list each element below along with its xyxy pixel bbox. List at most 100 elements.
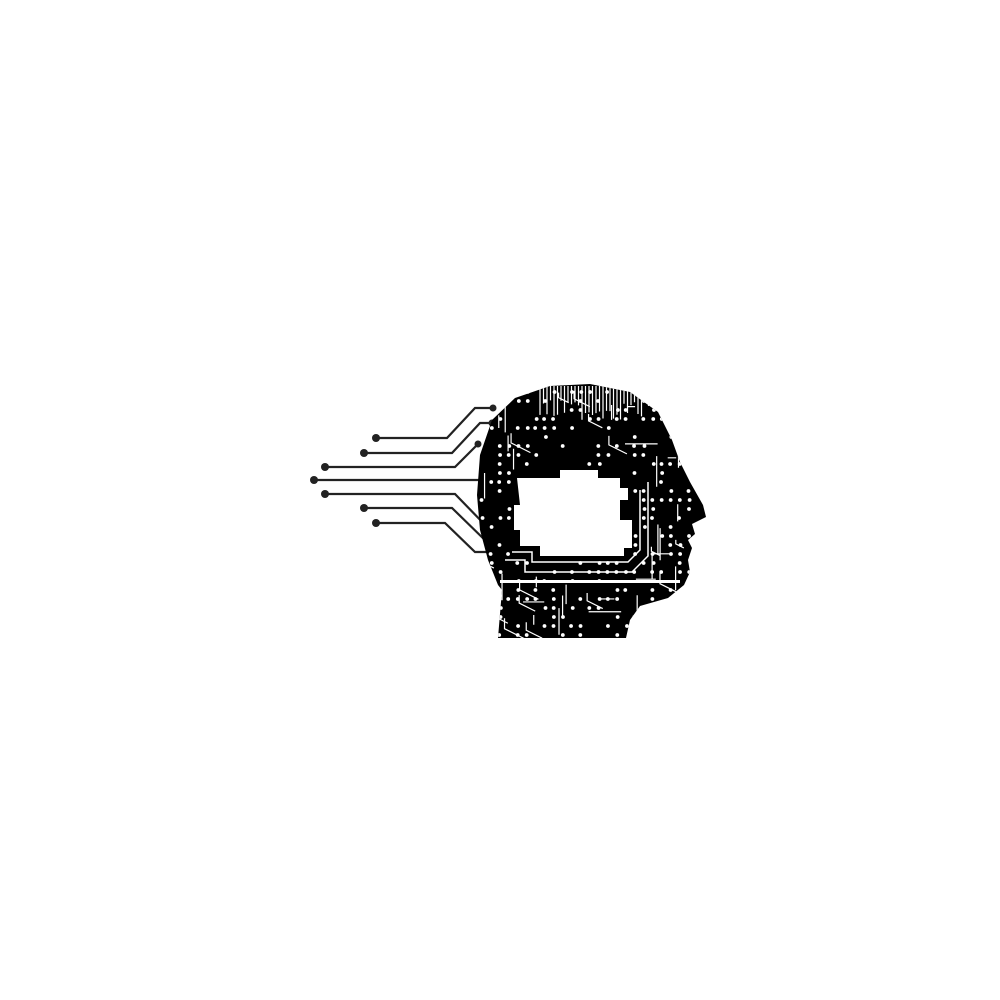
circuit-pad [479,498,484,502]
circuit-pad [570,570,574,574]
circuit-pad [489,480,494,484]
circuit-pad [525,444,530,448]
circuit-trace [668,395,676,403]
circuit-pad [507,471,511,475]
wire-3 [325,443,479,469]
circuit-pad [551,615,556,619]
circuit-pad [632,471,637,475]
circuit-pad [515,561,520,565]
circuit-pad [569,408,574,412]
circuit-pad [641,516,646,520]
circuit-pad [578,597,583,601]
circuit-pad [641,453,646,457]
circuit-pad [687,570,692,574]
circuit-pad [534,417,539,421]
circuit-pad [498,453,502,457]
circuit-pad [506,552,510,556]
circuit-pad [551,597,556,601]
circuit-pad [614,444,619,448]
circuit-pad [480,399,484,403]
circuit-pad [687,615,692,619]
circuit-pad [678,570,682,574]
circuit-pad [659,480,663,484]
circuit-pad [551,624,556,628]
circuit-pad [587,462,592,466]
circuit-trace [573,390,591,408]
circuit-pad [651,462,656,466]
circuit-pad [542,426,547,430]
circuit-pad [488,624,492,628]
circuit-pad [497,588,502,592]
circuit-trace [608,435,628,455]
circuit-pad [597,597,602,601]
wire-terminal-dot [310,476,318,484]
circuit-pad [533,588,538,592]
circuit-pad [650,390,655,394]
circuit-pad [597,561,602,565]
circuit-pad [686,444,691,448]
circuit-pad [569,624,573,628]
circuit-pad [587,570,592,574]
circuit-pad [660,534,665,538]
circuit-pad [669,417,673,421]
circuit-pad [596,570,601,574]
circuit-pad [632,453,637,457]
circuit-pad [659,462,664,466]
circuit-pad [677,435,682,439]
circuit-pad [488,399,493,403]
circuit-pad [641,489,646,493]
circuit-pad [696,408,701,412]
wire-terminal-dot [489,404,497,412]
wire-terminal-dot [372,519,380,527]
circuit-pad [560,633,565,637]
circuit-pad [659,498,664,502]
circuit-pad [552,426,557,430]
circuit-pad [632,390,637,394]
circuit-trace [696,479,706,499]
circuit-pad [542,624,547,628]
circuit-pad [642,615,647,619]
wire-terminal-dot [321,490,329,498]
circuit-pad [660,471,665,475]
circuit-pad [596,453,601,457]
circuit-pad [516,453,521,457]
circuit-pad [632,444,636,448]
circuit-pad [660,624,665,628]
circuit-pad [686,489,691,493]
circuit-pad [497,489,502,493]
circuit-pad [596,444,601,448]
circuit-trace [586,592,604,610]
circuit-pad [497,462,502,466]
circuit-pad [677,498,682,502]
circuit-trace [659,572,682,596]
wire-terminal-dot [474,440,482,448]
circuit-pad [497,633,502,637]
circuit-pad [498,570,503,574]
circuit-pad [651,417,656,421]
circuit-pad [668,525,673,529]
circuit-pad [696,453,701,457]
circuit-pad [606,624,610,628]
circuit-trace [694,542,706,557]
circuit-pad [686,471,690,475]
circuit-pad [677,444,682,448]
circuit-pad [641,498,646,502]
circuit-pad [623,417,628,421]
circuit-pad [578,633,583,637]
circuit-pad [480,516,485,520]
circuit-pad [632,435,637,439]
circuit-pad [578,561,583,565]
circuit-pad [615,615,620,619]
circuit-pad [498,516,503,520]
circuit-pad [498,615,503,619]
circuit-pad [687,417,692,421]
circuit-pad [678,624,683,628]
circuit-pad [489,525,494,529]
circuit-pad [497,543,502,547]
circuit-pad [614,417,619,421]
circuit-trace [698,391,706,407]
circuit-pad [488,552,493,556]
circuit-pad [552,570,557,574]
circuit-pad [677,561,682,565]
